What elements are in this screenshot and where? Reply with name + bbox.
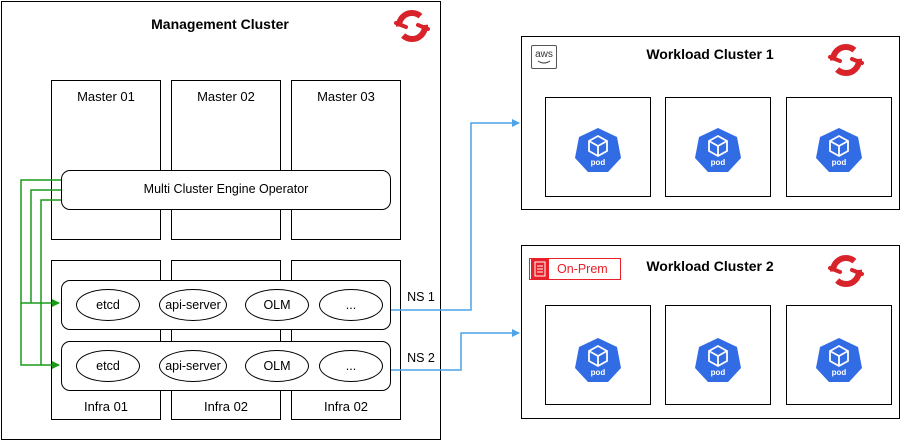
pod-label: pod [590,158,606,167]
workload-cluster-1-title: Workload Cluster 1 [646,46,774,62]
ns2-api-server: api-server [159,350,227,382]
ns2-label: NS 2 [407,351,435,365]
on-prem-badge: On-Prem [529,258,621,280]
multi-cluster-engine-operator [61,170,391,210]
pod-label: pod [710,158,726,167]
ns2-olm: OLM [245,350,309,382]
ns2-more: ... [319,350,383,382]
operator-label: Multi Cluster Engine Operator [143,182,309,196]
master-node-3 [291,80,401,240]
pod-icon: pod [574,127,622,173]
pod-icon: pod [694,127,742,173]
infra-label-3: Infra 02 [323,399,369,414]
master-label-1: Master 01 [77,89,135,104]
aws-smile-icon [537,60,551,64]
on-prem-label: On-Prem [557,262,608,276]
ns1-etcd: etcd [76,289,140,321]
operator-to-ns1-arrow-inner [30,189,61,303]
operator-to-ns2-arrow-outer [20,303,41,366]
ns1-label: NS 1 [407,290,435,304]
openshift-logo-icon-wc2 [828,255,864,287]
workload-cluster-2-title: Workload Cluster 2 [646,258,774,274]
ns1-more: ... [319,289,383,321]
ns1-api-server: api-server [159,289,227,321]
pod-icon: pod [574,337,622,383]
infra-label-2: Infra 02 [203,399,249,414]
pod-label: pod [710,368,726,377]
pod-icon: pod [815,127,863,173]
master-node-1 [51,80,161,240]
pod-icon: pod [694,337,742,383]
pod-label: pod [831,368,847,377]
ns1-olm: OLM [245,289,309,321]
infra-label-1: Infra 01 [83,399,129,414]
openshift-logo-icon [394,10,430,42]
ns1-to-workload1-arrow [391,119,520,311]
ns2-etcd: etcd [76,350,140,382]
pod-label: pod [590,368,606,377]
operator-to-ns2-arrow [40,199,61,369]
master-node-2 [171,80,281,240]
pod-icon: pod [815,337,863,383]
operator-to-ns1-arrow [20,179,61,307]
aws-icon: aws [531,45,557,69]
pod-label: pod [831,158,847,167]
management-cluster-title: Management Cluster [151,16,289,32]
openshift-logo-icon-wc1 [828,44,864,76]
master-label-3: Master 03 [317,89,375,104]
master-label-2: Master 02 [197,89,255,104]
server-icon [531,259,549,279]
ns2-to-workload2-arrow [391,329,520,371]
aws-label: aws [535,49,553,60]
